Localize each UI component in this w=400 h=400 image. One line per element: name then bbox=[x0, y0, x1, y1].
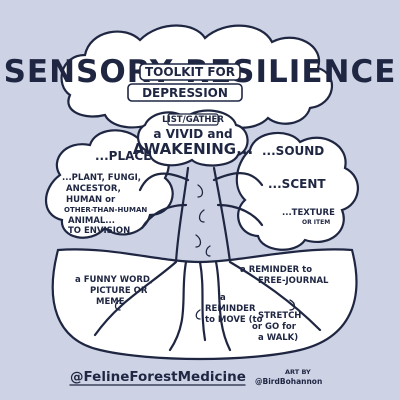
footer-credit-1: ART BY bbox=[285, 368, 311, 376]
subtitle-line-1: TOOLKIT FOR bbox=[145, 65, 235, 79]
trunk-swirls bbox=[195, 184, 211, 257]
left-line-5: ANIMAL... bbox=[68, 216, 115, 226]
root-bottom-a-1: a bbox=[220, 293, 226, 303]
root-left-2: PICTURE OR bbox=[90, 286, 148, 296]
tree-trunk bbox=[174, 166, 232, 264]
subtitle-box-2 bbox=[127, 83, 243, 102]
left-line-1: ...PLANT, FUNGI, bbox=[62, 173, 141, 183]
subtitle-box-1 bbox=[139, 63, 241, 81]
center-line-1: a VIVID and bbox=[153, 127, 232, 141]
root-right-2: FREE-JOURNAL bbox=[258, 276, 329, 286]
center-tag-box bbox=[167, 113, 219, 126]
root-left-3: MEME bbox=[96, 297, 125, 307]
right-sound: ...SOUND bbox=[262, 144, 324, 158]
left-place: ...PLACE bbox=[95, 149, 151, 163]
left-line-6: TO ENVISION bbox=[68, 226, 130, 236]
root-right-1: a REMINDER to bbox=[240, 265, 312, 275]
left-crown bbox=[45, 129, 174, 239]
footer-credit-2: @BirdBohannon bbox=[255, 377, 322, 386]
root-bottom-a-3: to MOVE (to bbox=[205, 315, 263, 325]
left-line-3: HUMAN or bbox=[66, 195, 116, 205]
center-line-2: AWAKENING... bbox=[133, 140, 253, 158]
right-scent: ...SCENT bbox=[268, 177, 326, 191]
left-line-4: OTHER-THAN-HUMAN bbox=[64, 206, 147, 214]
right-texture-sub: OR ITEM bbox=[302, 219, 330, 226]
root-bottom-a-2: REMINDER bbox=[205, 304, 256, 314]
root-left-1: a FUNNY WORD, bbox=[75, 275, 153, 285]
root-swirls bbox=[114, 299, 296, 320]
root-bottom-b-2: or GO for bbox=[252, 322, 297, 332]
root-bottom-b-1: STRETCH bbox=[258, 311, 301, 321]
roots bbox=[93, 260, 322, 352]
right-texture: ...TEXTURE bbox=[282, 208, 335, 218]
left-line-2: ANCESTOR, bbox=[66, 184, 121, 194]
center-tag: LIST/GATHER bbox=[162, 115, 224, 125]
footer-handle: @FelineForestMedicine bbox=[70, 369, 246, 385]
root-bottom-b-3: a WALK) bbox=[258, 333, 298, 343]
subtitle-line-2: DEPRESSION bbox=[142, 86, 228, 100]
branches bbox=[138, 172, 264, 230]
